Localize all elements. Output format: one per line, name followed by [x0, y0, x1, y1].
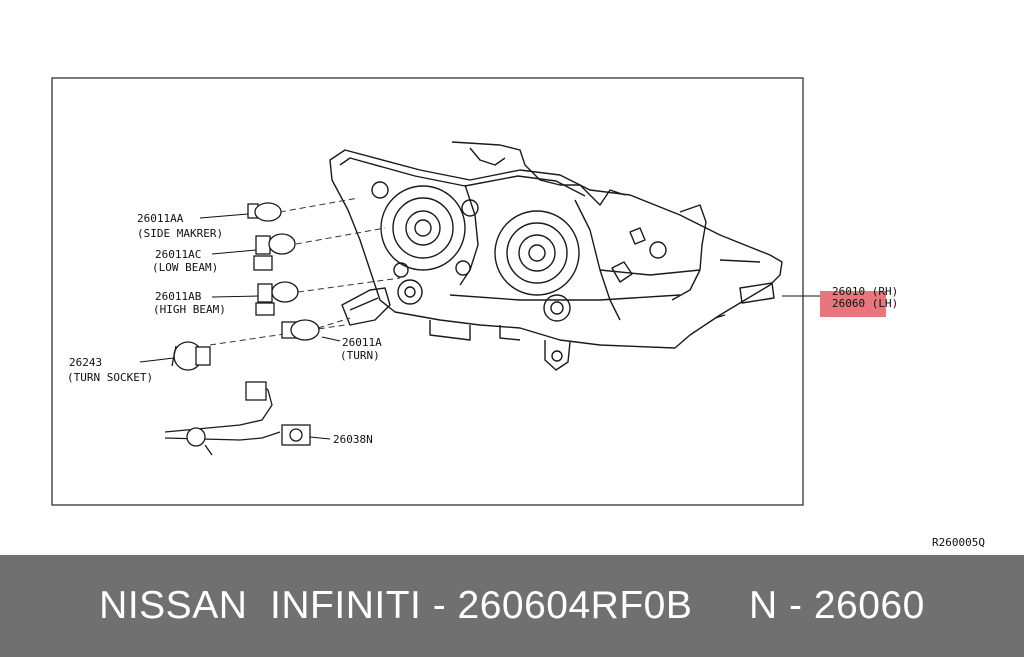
turn-label: (TURN) — [340, 349, 380, 362]
high-beam-label: (HIGH BEAM) — [153, 303, 226, 316]
callout-lines — [139, 213, 820, 440]
turn-socket-part-number: 26243 — [69, 356, 102, 369]
side-marker-part-number: 26011AA — [137, 212, 184, 225]
headlamp-assembly-drawing — [329, 141, 783, 371]
lh-part-highlight — [820, 291, 886, 317]
part-number-caption: NISSAN INFINITI - 260604RF0B N - 26060 — [99, 584, 925, 627]
bulb-leader-lines — [209, 197, 401, 346]
drawing-code: R260005Q — [932, 536, 985, 549]
harness-drawing — [164, 381, 311, 456]
rh-part-number: 26010 (RH) — [832, 285, 898, 298]
harness-part-number: 26038N — [333, 433, 373, 446]
headlamp-parts-diagram: 26011AA (SIDE MAKRER) 26011AC (LOW BEAM)… — [51, 77, 985, 549]
turn-socket-label: (TURN SOCKET) — [67, 371, 153, 384]
low-beam-label: (LOW BEAM) — [152, 261, 218, 274]
low-beam-part-number: 26011AC — [155, 248, 201, 261]
diagram-frame — [51, 77, 804, 506]
side-marker-bulb — [247, 202, 282, 222]
side-marker-label: (SIDE MAKRER) — [137, 227, 223, 240]
lh-part-number: 26060 (LH) — [832, 297, 898, 310]
low-beam-bulb — [253, 233, 296, 271]
footer-bar: NISSAN INFINITI - 260604RF0B N - 26060 — [0, 555, 1024, 657]
high-beam-bulb — [255, 281, 299, 316]
turn-socket — [171, 341, 211, 371]
high-beam-part-number: 26011AB — [155, 290, 202, 303]
turn-part-number: 26011A — [342, 336, 382, 349]
turn-bulb — [281, 319, 320, 341]
